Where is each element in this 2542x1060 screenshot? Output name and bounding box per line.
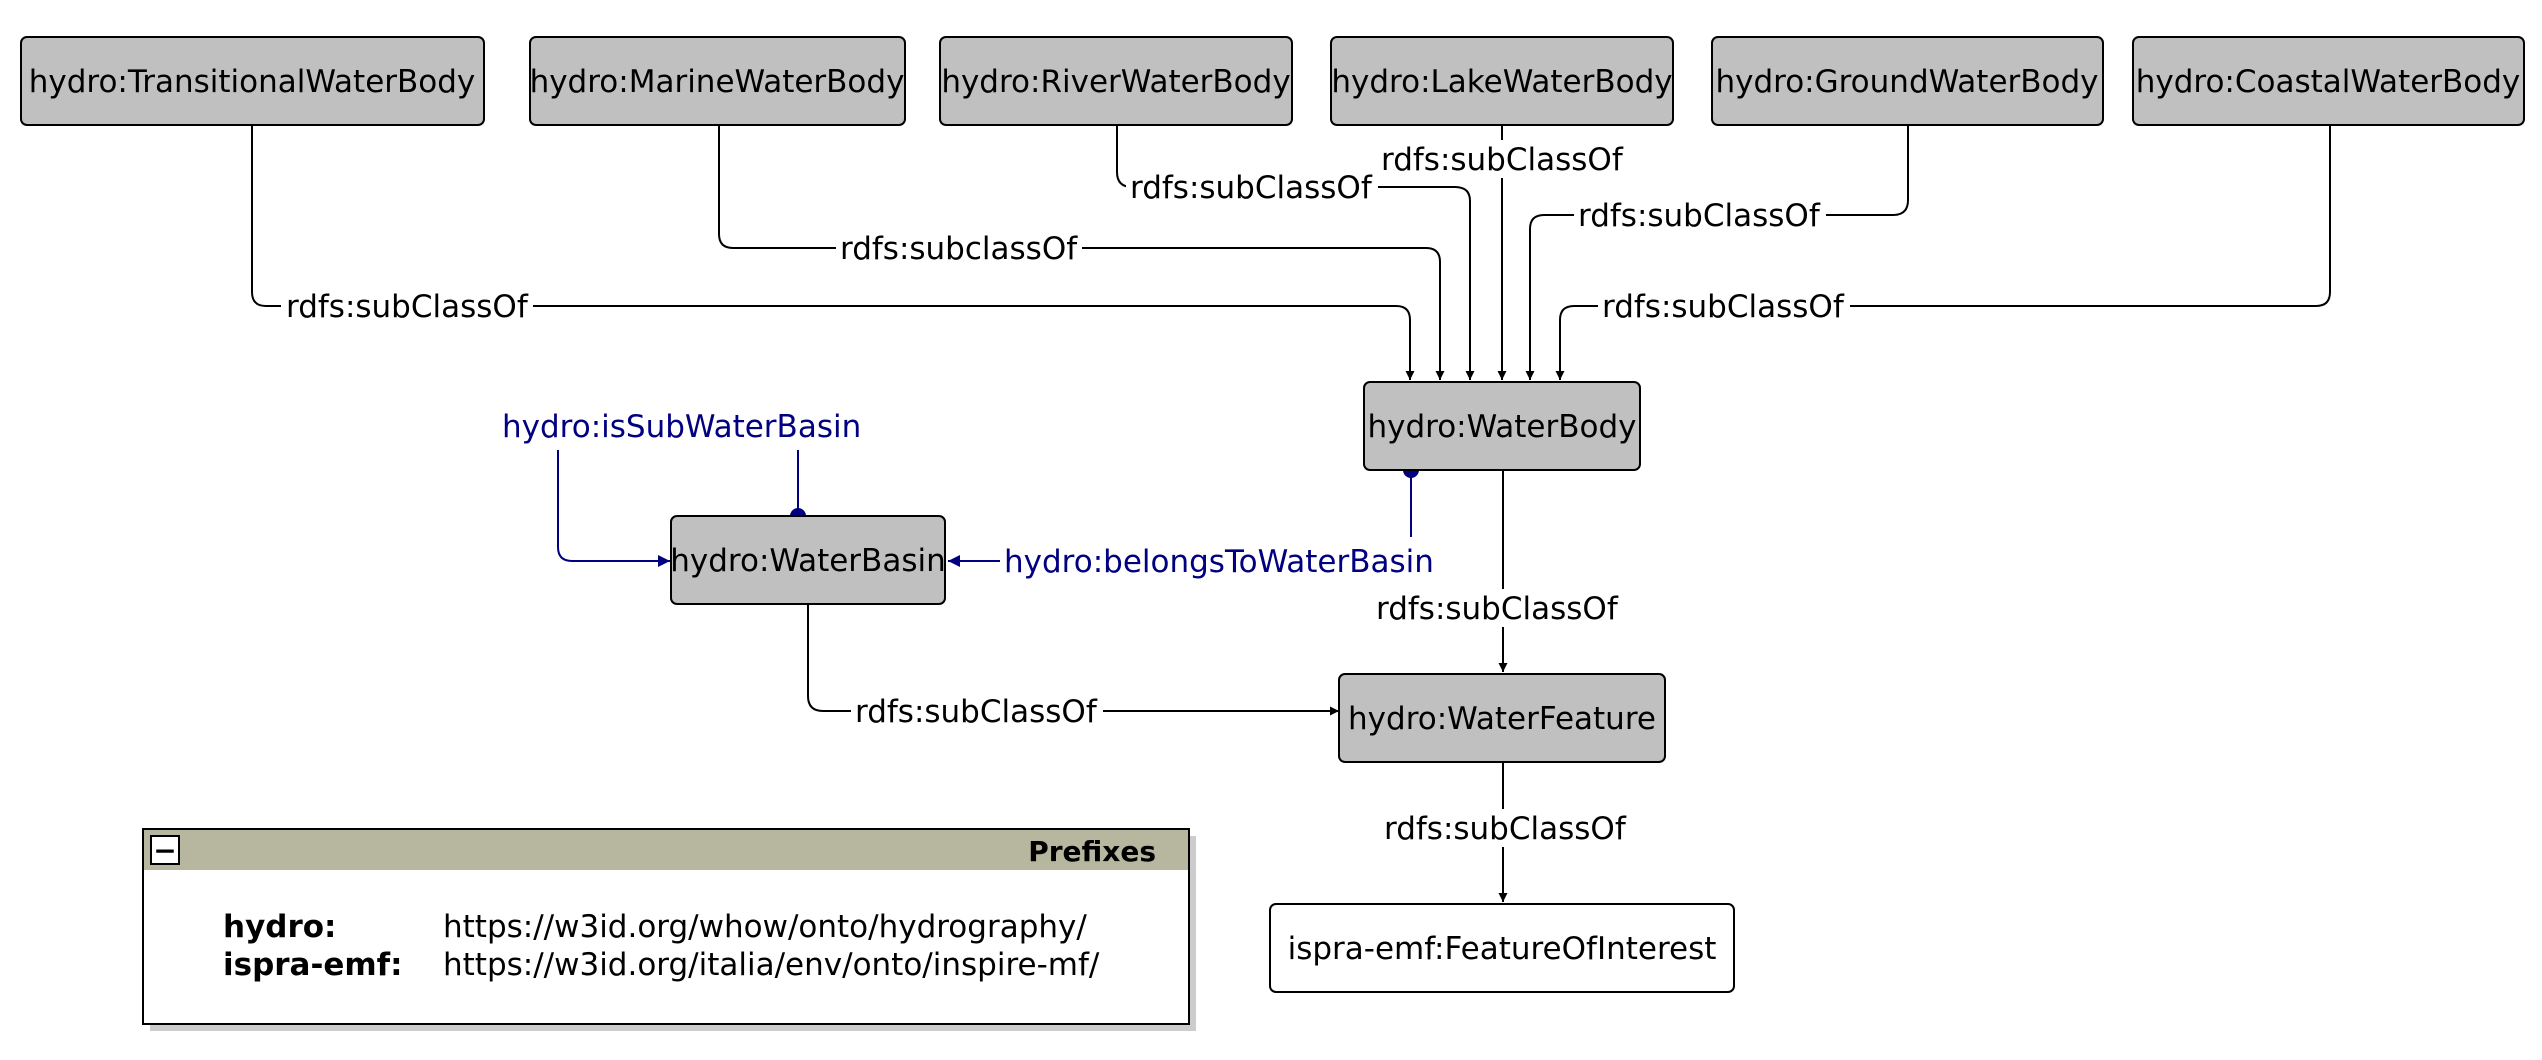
edge-coastal-subclassof (1555, 126, 2331, 380)
label-waterbasin-subclassof: rdfs:subClassOf (851, 692, 1103, 730)
label-lake-subclassof: rdfs:subClassOf (1377, 140, 1629, 178)
node-river-water-body[interactable]: hydro:RiverWaterBody (939, 36, 1293, 126)
svg-text:hydro:CoastalWaterBody: hydro:CoastalWaterBody (2136, 64, 2521, 100)
svg-text:rdfs:subClassOf: rdfs:subClassOf (1376, 591, 1619, 627)
prefixes-title: Prefixes (1028, 835, 1156, 868)
label-transitional-subclassof: rdfs:subClassOf (281, 287, 533, 325)
svg-text:rdfs:subClassOf: rdfs:subClassOf (1381, 142, 1624, 178)
node-coastal-water-body[interactable]: hydro:CoastalWaterBody (2132, 36, 2525, 126)
edge-waterbasin-subclassof (807, 604, 1339, 716)
prefix-value-ispra-emf: https://w3id.org/italia/env/onto/inspire… (443, 947, 1100, 983)
svg-text:hydro:LakeWaterBody: hydro:LakeWaterBody (1331, 64, 1672, 100)
node-ground-water-body[interactable]: hydro:GroundWaterBody (1711, 36, 2104, 126)
node-lake-water-body[interactable]: hydro:LakeWaterBody (1330, 36, 1674, 126)
svg-text:rdfs:subClassOf: rdfs:subClassOf (1384, 811, 1627, 847)
edge-transitional-subclassof (251, 126, 1415, 380)
edge-labels-layer: rdfs:subClassOf rdfs:subclassOf rdfs:sub… (281, 140, 1850, 847)
svg-text:rdfs:subClassOf: rdfs:subClassOf (1602, 289, 1845, 325)
prefix-key-ispra-emf: ispra-emf: (223, 947, 403, 983)
svg-text:hydro:TransitionalWaterBody: hydro:TransitionalWaterBody (29, 64, 476, 100)
collapse-icon: − (153, 834, 176, 867)
node-feature-of-interest[interactable]: ispra-emf:FeatureOfInterest (1269, 903, 1735, 993)
label-ground-subclassof: rdfs:subClassOf (1574, 196, 1826, 234)
label-waterbody-subclassof: rdfs:subClassOf (1372, 589, 1624, 627)
svg-text:rdfs:subClassOf: rdfs:subClassOf (1130, 170, 1373, 206)
edge-is-sub-water-basin (557, 450, 799, 561)
node-marine-water-body[interactable]: hydro:MarineWaterBody (529, 36, 906, 126)
svg-text:hydro:belongsToWaterBasin: hydro:belongsToWaterBasin (1004, 544, 1434, 580)
label-coastal-subclassof: rdfs:subClassOf (1598, 287, 1850, 325)
svg-text:ispra-emf:FeatureOfInterest: ispra-emf:FeatureOfInterest (1288, 931, 1717, 967)
node-water-feature[interactable]: hydro:WaterFeature (1338, 673, 1666, 763)
label-belongs-to-water-basin: hydro:belongsToWaterBasin (1000, 542, 1444, 580)
nodes-layer: hydro:TransitionalWaterBody hydro:Marine… (20, 36, 2525, 993)
svg-text:hydro:WaterFeature: hydro:WaterFeature (1348, 701, 1656, 737)
svg-text:rdfs:subClassOf: rdfs:subClassOf (286, 289, 529, 325)
node-transitional-water-body[interactable]: hydro:TransitionalWaterBody (20, 36, 485, 126)
svg-text:rdfs:subClassOf: rdfs:subClassOf (855, 694, 1098, 730)
svg-text:hydro:RiverWaterBody: hydro:RiverWaterBody (941, 64, 1290, 100)
svg-text:hydro:MarineWaterBody: hydro:MarineWaterBody (530, 64, 905, 100)
prefixes-panel: − Prefixes hydro: https://w3id.org/whow/… (142, 828, 1196, 1031)
node-water-basin[interactable]: hydro:WaterBasin (670, 515, 946, 605)
svg-text:rdfs:subclassOf: rdfs:subclassOf (840, 231, 1078, 267)
prefixes-collapse-button[interactable]: − (150, 834, 180, 867)
label-marine-subclassof: rdfs:subclassOf (836, 229, 1082, 267)
svg-text:hydro:isSubWaterBasin: hydro:isSubWaterBasin (502, 409, 861, 445)
edge-belongs-to-water-basin (948, 470, 1412, 561)
svg-text:hydro:WaterBody: hydro:WaterBody (1367, 409, 1636, 445)
prefix-key-hydro: hydro: (223, 909, 336, 945)
svg-text:hydro:GroundWaterBody: hydro:GroundWaterBody (1715, 64, 2098, 100)
prefix-value-hydro: https://w3id.org/whow/onto/hydrography/ (443, 909, 1087, 945)
svg-text:rdfs:subClassOf: rdfs:subClassOf (1578, 198, 1821, 234)
edges-layer (251, 126, 2331, 902)
node-water-body[interactable]: hydro:WaterBody (1363, 381, 1641, 471)
svg-text:hydro:WaterBasin: hydro:WaterBasin (670, 543, 945, 579)
label-waterfeature-subclassof: rdfs:subClassOf (1380, 809, 1632, 847)
label-river-subclassof: rdfs:subClassOf (1126, 168, 1378, 206)
label-is-sub-water-basin: hydro:isSubWaterBasin (502, 409, 861, 445)
